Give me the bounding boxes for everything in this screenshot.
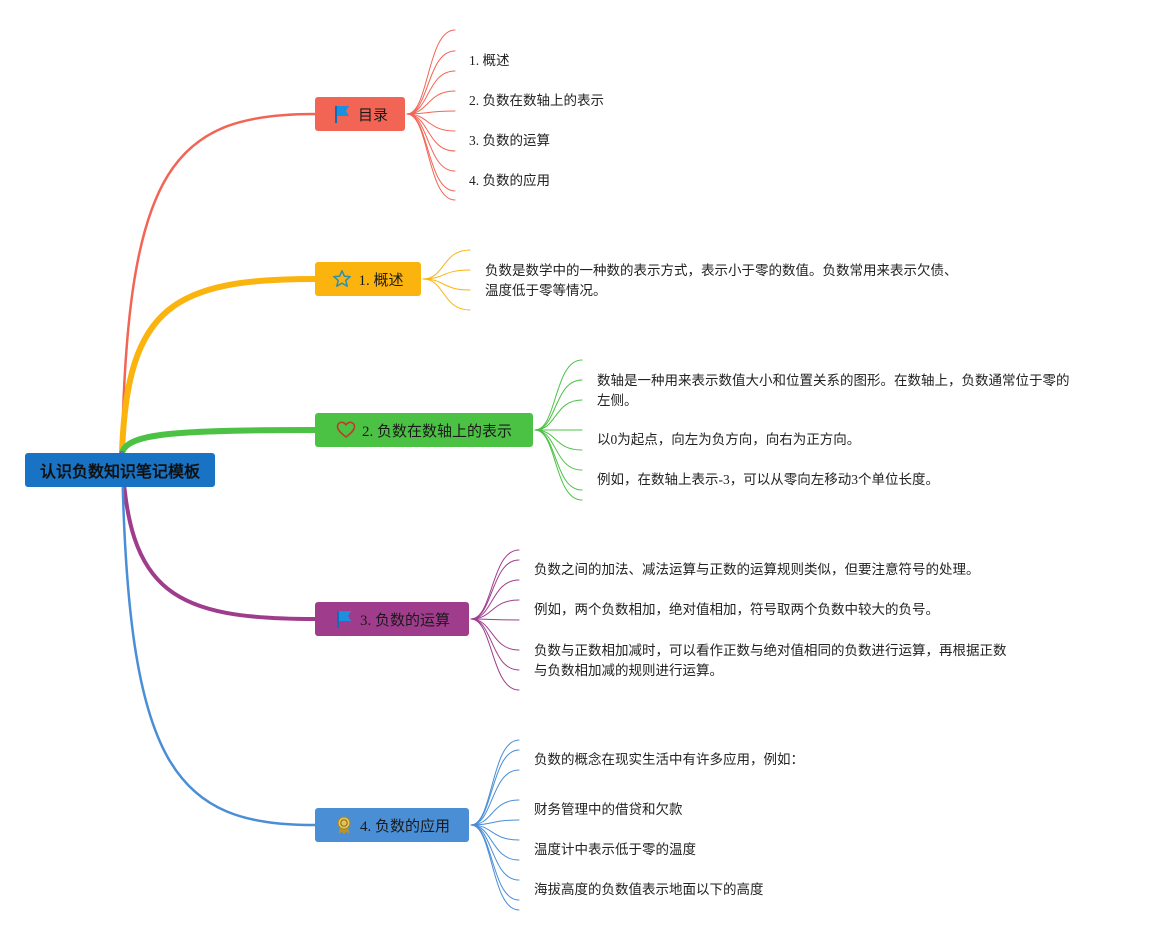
leaf-connector bbox=[406, 113, 456, 152]
leaf-text-line: 数轴是一种用来表示数值大小和位置关系的图形。在数轴上，负数通常位于零的 bbox=[597, 373, 1070, 388]
branch-connector bbox=[120, 451, 317, 621]
leaf-connector bbox=[470, 618, 520, 651]
star-icon bbox=[332, 269, 352, 289]
leaf-topic[interactable]: 1. 概述 bbox=[469, 53, 510, 68]
leaf-connector bbox=[470, 618, 520, 691]
leaf-connector bbox=[470, 749, 520, 826]
branch-label: 1. 概述 bbox=[358, 272, 404, 289]
heart-icon bbox=[336, 420, 356, 440]
leaf-connector bbox=[470, 618, 520, 621]
leaf-topic[interactable]: 负数的概念在现实生活中有许多应用，例如： bbox=[534, 752, 804, 767]
leaf-topic[interactable]: 负数是数学中的一种数的表示方式，表示小于零的数值。负数常用来表示欠债、温度低于零… bbox=[485, 261, 958, 301]
leaf-connector bbox=[422, 278, 471, 311]
branch-label: 3. 负数的运算 bbox=[359, 612, 450, 629]
leaf-topic[interactable]: 例如，在数轴上表示-3，可以从零向左移动3个单位长度。 bbox=[597, 472, 939, 487]
leaf-connector bbox=[534, 379, 583, 431]
leaf-connector bbox=[534, 429, 583, 491]
branch-label: 4. 负数的应用 bbox=[359, 818, 450, 835]
leaf-topic[interactable]: 2. 负数在数轴上的表示 bbox=[469, 93, 604, 108]
leaf-connector bbox=[470, 739, 520, 826]
branch-topic[interactable]: 目录 bbox=[315, 97, 405, 131]
branch-topic[interactable]: 3. 负数的运算 bbox=[315, 602, 469, 636]
leaf-connector bbox=[470, 824, 520, 901]
leaf-topic[interactable]: 例如，两个负数相加，绝对值相加，符号取两个负数中较大的负号。 bbox=[534, 602, 939, 617]
leaf-connector bbox=[406, 29, 456, 115]
leaf-connector bbox=[470, 824, 520, 861]
leaf-text-line: 与负数相加减的规则进行运算。 bbox=[534, 663, 723, 678]
leaf-connector bbox=[470, 824, 520, 911]
central-topic[interactable]: 认识负数知识笔记模板 bbox=[25, 453, 215, 487]
branch-topic[interactable]: 1. 概述 bbox=[315, 262, 421, 296]
branch-topic[interactable]: 4. 负数的应用 bbox=[315, 808, 469, 842]
leaf-connector bbox=[534, 359, 583, 431]
leaf-connector bbox=[406, 113, 456, 172]
leaf-connector bbox=[470, 769, 520, 826]
leaf-connector bbox=[470, 599, 520, 620]
leaf-topic[interactable]: 负数之间的加法、减法运算与正数的运算规则类似，但要注意符号的处理。 bbox=[534, 562, 980, 577]
flag-icon bbox=[334, 609, 354, 629]
leaf-text-line: 负数与正数相加减时，可以看作正数与绝对值相同的负数进行运算，再根据正数 bbox=[534, 643, 1007, 658]
leaf-text-line: 温度低于零等情况。 bbox=[485, 283, 607, 298]
leaf-topic[interactable]: 3. 负数的运算 bbox=[469, 133, 550, 148]
leaf-text-line: 负数是数学中的一种数的表示方式，表示小于零的数值。负数常用来表示欠债、 bbox=[485, 263, 958, 278]
leaf-connector bbox=[470, 824, 520, 881]
leaf-topic[interactable]: 负数与正数相加减时，可以看作正数与绝对值相同的负数进行运算，再根据正数与负数相加… bbox=[534, 641, 1007, 681]
flag-icon bbox=[332, 104, 352, 124]
leaf-connector bbox=[406, 50, 456, 115]
branch-topic[interactable]: 2. 负数在数轴上的表示 bbox=[315, 413, 533, 447]
leaf-connector bbox=[470, 559, 520, 620]
leaf-topic[interactable]: 温度计中表示低于零的温度 bbox=[534, 842, 696, 857]
leaf-connector bbox=[534, 429, 583, 471]
branch-connector bbox=[120, 112, 317, 455]
award-icon bbox=[334, 815, 354, 835]
branch-label: 2. 负数在数轴上的表示 bbox=[361, 423, 512, 440]
leaf-connector bbox=[406, 113, 456, 192]
leaf-topic[interactable]: 数轴是一种用来表示数值大小和位置关系的图形。在数轴上，负数通常位于零的左侧。 bbox=[597, 371, 1070, 411]
branch-connector bbox=[120, 451, 317, 827]
leaf-topic[interactable]: 4. 负数的应用 bbox=[469, 173, 550, 188]
leaf-connector bbox=[406, 70, 456, 115]
leaf-topic[interactable]: 财务管理中的借贷和欠款 bbox=[534, 802, 683, 817]
leaf-connector bbox=[534, 429, 583, 501]
leaf-connector bbox=[534, 399, 583, 431]
leaf-connector bbox=[406, 113, 456, 201]
leaf-connector bbox=[470, 579, 520, 620]
branch-connector bbox=[119, 276, 318, 456]
leaf-connector bbox=[422, 249, 471, 280]
branch-connector bbox=[119, 427, 318, 456]
leaf-topic[interactable]: 以0为起点，向左为负方向，向右为正方向。 bbox=[597, 432, 861, 447]
leaf-connector bbox=[406, 90, 456, 115]
branch-label: 目录 bbox=[357, 107, 388, 124]
leaf-topic[interactable]: 海拔高度的负数值表示地面以下的高度 bbox=[534, 882, 764, 897]
leaf-text-line: 左侧。 bbox=[597, 393, 638, 408]
leaf-connector bbox=[470, 799, 520, 826]
